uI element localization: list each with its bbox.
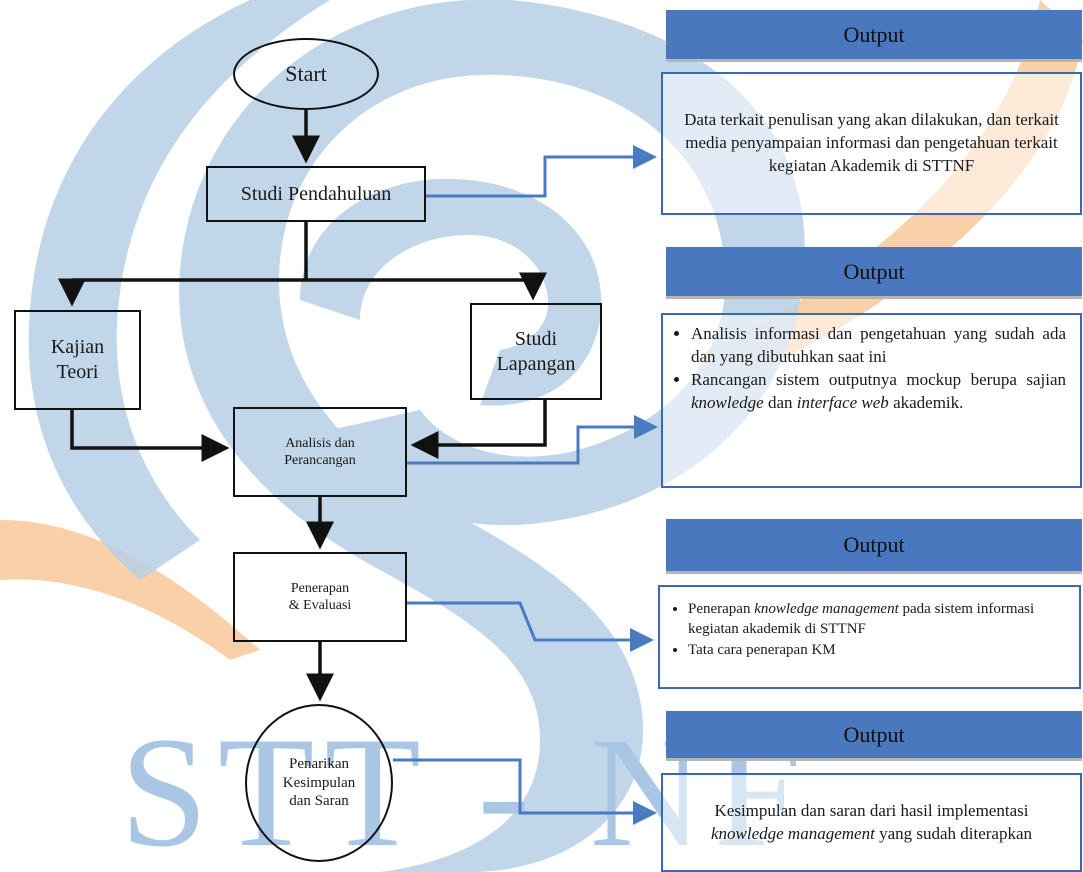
output-2-box: Analisis informasi dan pengetahuan yang …: [661, 313, 1082, 488]
output-3-bullet-1-text-a: Penerapan: [688, 601, 755, 617]
output-2-bullet-2-text-a: Rancangan sistem outputnya mockup berupa…: [691, 369, 1066, 389]
output-4-box: Kesimpulan dan saran dari hasil implemen…: [661, 773, 1082, 872]
output-2-bullet-1: Analisis informasi dan pengetahuan yang …: [691, 323, 1066, 369]
output-4-text: Kesimpulan dan saran dari hasil implemen…: [677, 800, 1066, 846]
output-2-bullet-2-emphasis-1: knowledge: [691, 392, 764, 412]
output-2-header-label: Output: [843, 258, 905, 284]
kesimpulan-saran-label: Penarikan Kesimpulan dan Saran: [282, 755, 356, 810]
studi-lapangan-node: Studi Lapangan: [470, 303, 602, 400]
output-3-header: Output: [666, 519, 1082, 574]
watermark-orange-swoosh-left: [0, 520, 260, 660]
output-2-bullet-2-text-c: akademik.: [888, 392, 964, 412]
output-2-list: Analisis informasi dan pengetahuan yang …: [677, 323, 1066, 415]
output-2-bullet-1-text: Analisis informasi dan pengetahuan yang …: [691, 324, 1066, 366]
output-2-bullet-2-emphasis-2: interface web: [796, 392, 889, 412]
watermark-blue-inner: [300, 178, 602, 406]
output-1-header-label: Output: [843, 21, 905, 47]
output-3-box: Penerapan knowledge management pada sist…: [658, 585, 1081, 689]
output-3-bullet-1-emphasis: knowledge management: [754, 601, 899, 617]
studi-pendahuluan-node: Studi Pendahuluan: [206, 166, 426, 222]
kajian-teori-node: Kajian Teori: [14, 310, 141, 410]
output-2-header: Output: [666, 247, 1082, 299]
kajian-teori-label: Kajian Teori: [50, 336, 105, 383]
output-4-header-label: Output: [843, 721, 905, 747]
output-4-emphasis: knowledge management: [710, 823, 875, 843]
output-2-bullet-2-text-b: dan: [763, 392, 797, 412]
studi-pendahuluan-label: Studi Pendahuluan: [240, 182, 392, 205]
output-3-bullet-2: Tata cara penerapan KM: [688, 640, 1065, 660]
kesimpulan-saran-node: Penarikan Kesimpulan dan Saran: [245, 704, 393, 862]
output-1-text: Data terkait penulisan yang akan dilakuk…: [684, 110, 1059, 175]
output-3-header-label: Output: [843, 532, 905, 557]
output-3-list: Penerapan knowledge management pada sist…: [674, 599, 1065, 660]
output-2-bullet-2: Rancangan sistem outputnya mockup berupa…: [691, 369, 1066, 415]
output-3-bullet-1-text-b: pada sistem informasi kegiatan akademik …: [688, 601, 1035, 638]
output-4-header: Output: [666, 711, 1082, 761]
output-1-header: Output: [666, 10, 1082, 62]
start-label: Start: [285, 61, 327, 87]
analisis-perancangan-label: Analisis dan Perancangan: [284, 435, 356, 469]
analisis-perancangan-node: Analisis dan Perancangan: [233, 407, 407, 497]
penerapan-evaluasi-label: Penerapan & Evaluasi: [288, 580, 352, 614]
penerapan-evaluasi-node: Penerapan & Evaluasi: [233, 552, 407, 642]
output-3-bullet-1: Penerapan knowledge management pada sist…: [688, 599, 1065, 640]
output-1-box: Data terkait penulisan yang akan dilakuk…: [661, 72, 1082, 215]
output-4-text-a: Kesimpulan dan saran dari hasil implemen…: [714, 800, 1029, 820]
studi-lapangan-label: Studi Lapangan: [496, 327, 576, 375]
output-4-text-b: yang sudah diterapkan: [874, 823, 1033, 843]
output-3-bullet-2-text: Tata cara penerapan KM: [688, 641, 836, 658]
start-node: Start: [233, 38, 379, 110]
